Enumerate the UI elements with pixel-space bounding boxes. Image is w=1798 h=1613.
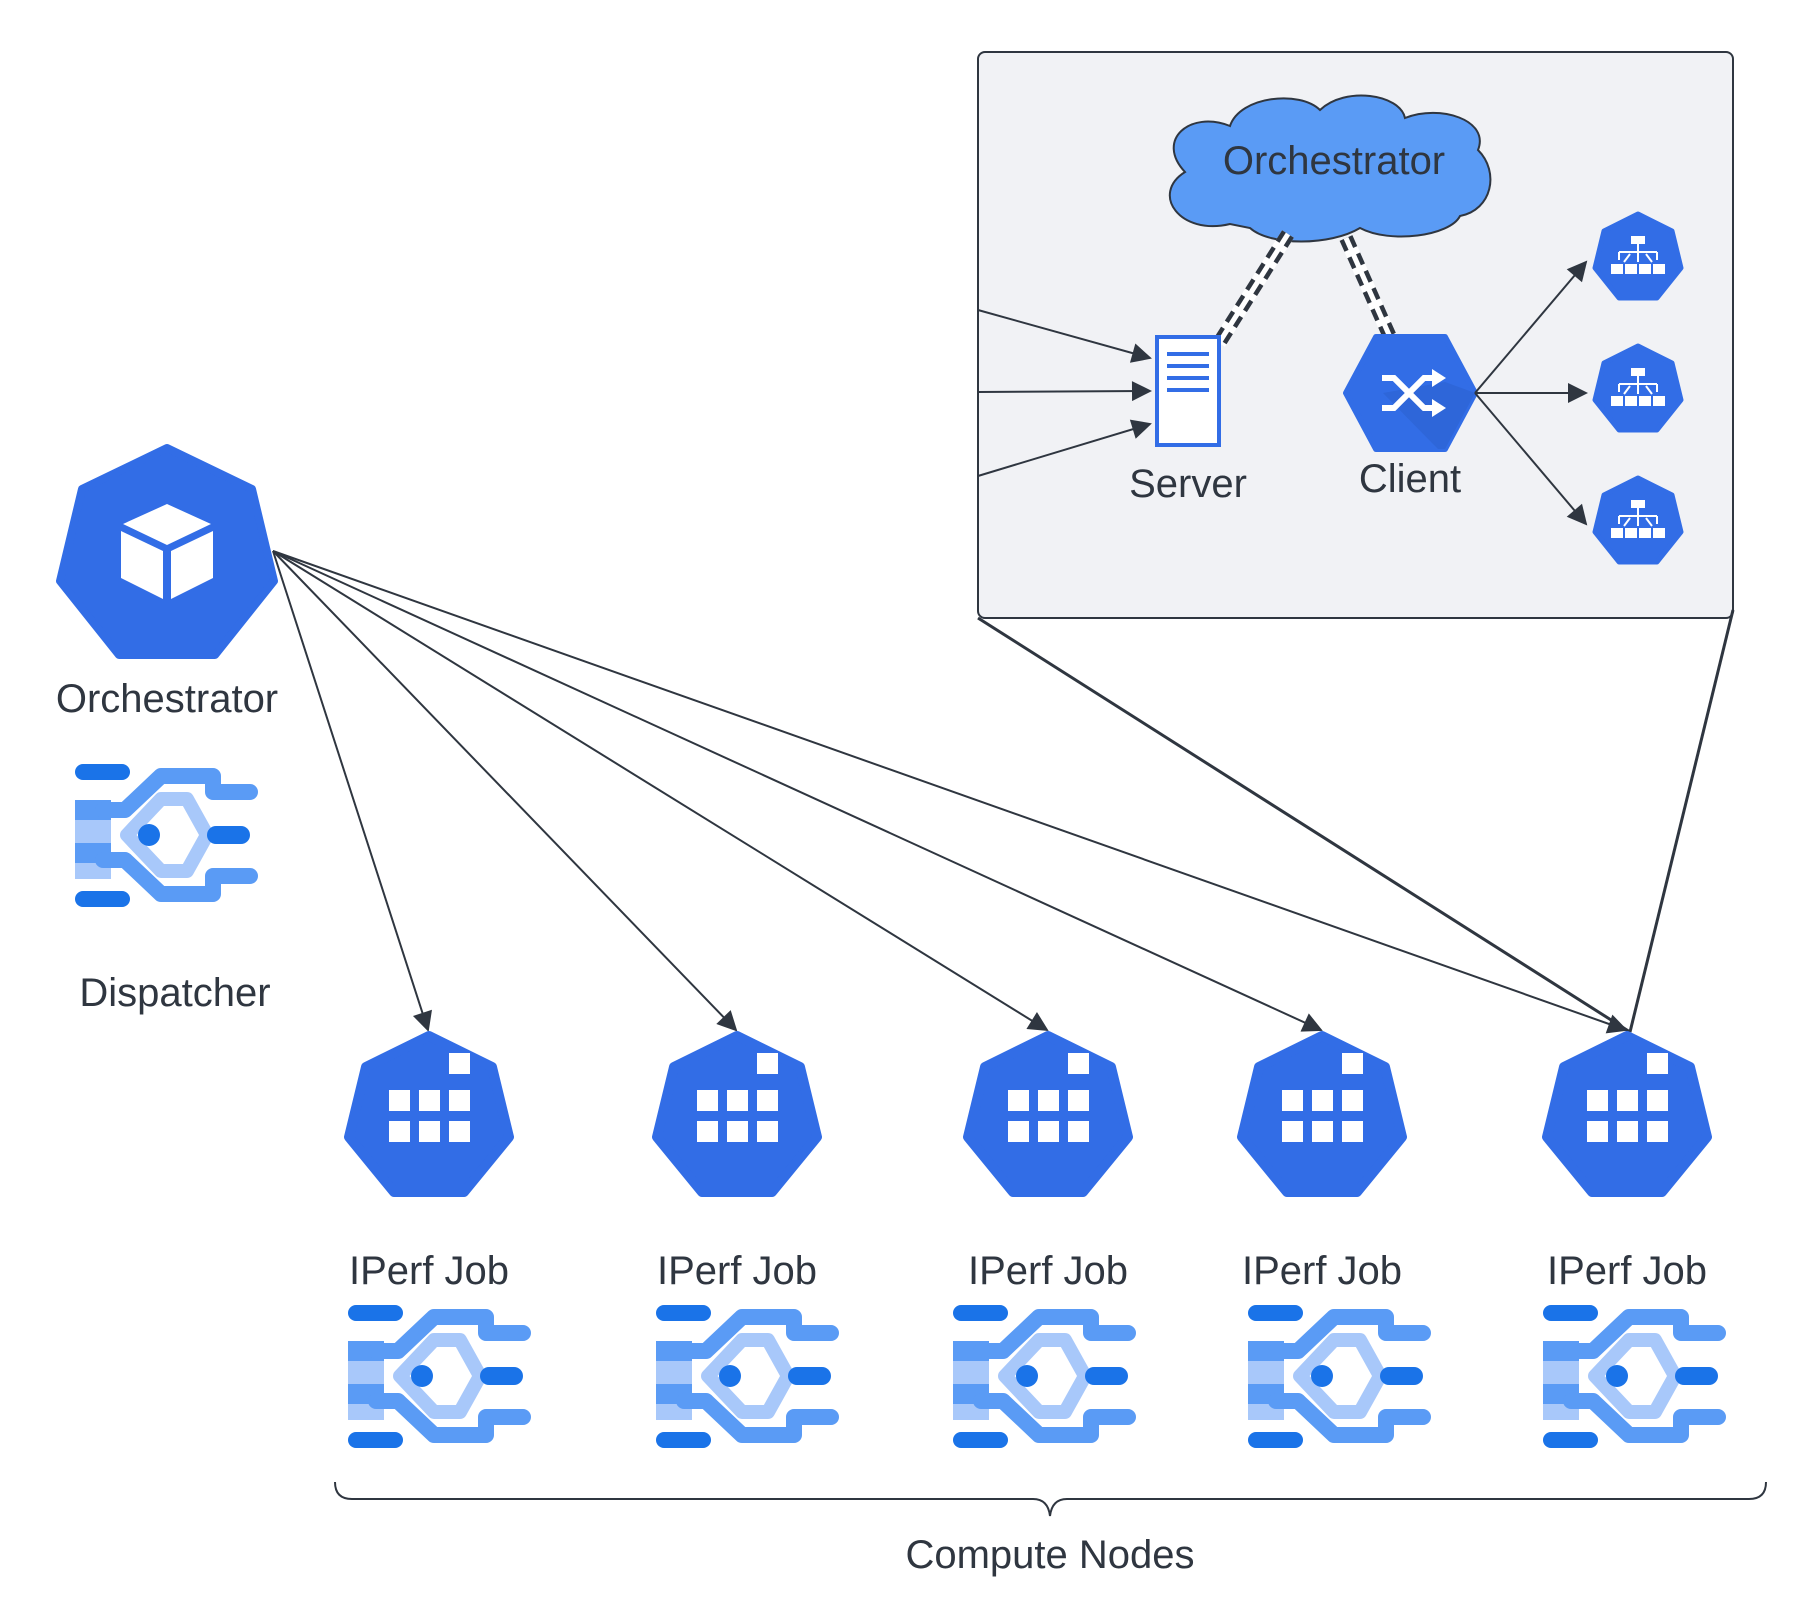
cloud-label: Orchestrator: [1223, 139, 1445, 183]
callout-line-right: [1628, 609, 1735, 1033]
job-dataflow-icon: [1543, 1305, 1718, 1448]
client-output-arrow: [1474, 392, 1588, 526]
job-dataflow-icon: [953, 1305, 1128, 1448]
job-grid-icon: [1242, 1036, 1402, 1192]
compute-nodes-brace: [334, 1481, 1767, 1517]
job-grid-icon: [657, 1036, 817, 1192]
job-dataflow-icon: [656, 1305, 831, 1448]
orchestrator-cube-icon: [56, 444, 278, 659]
job-node: IPerf Job: [1543, 1036, 1718, 1448]
job-node: IPerf Job: [1242, 1036, 1423, 1448]
cloud-link-server: [1213, 230, 1294, 347]
dispatch-arrow: [272, 550, 1628, 1034]
job-grid-icon: [349, 1036, 509, 1192]
dispatcher-dataflow-icon: [75, 764, 250, 907]
server-input-arrow: [977, 309, 1152, 363]
server-input-arrow: [977, 419, 1152, 477]
service-icon: [1595, 214, 1681, 298]
dispatch-arrow: [272, 550, 1323, 1032]
job-label: IPerf Job: [349, 1249, 509, 1293]
callout-line-left: [977, 616, 1631, 1034]
dispatch-arrow: [272, 550, 432, 1032]
job-node: IPerf Job: [656, 1036, 831, 1448]
server-icon: [1155, 335, 1221, 447]
server-label: Server: [1129, 462, 1247, 506]
dispatcher-label: Dispatcher: [79, 971, 270, 1015]
job-grid-icon: [968, 1036, 1128, 1192]
dispatch-arrow: [272, 550, 1049, 1032]
job-label: IPerf Job: [968, 1249, 1128, 1293]
job-dataflow-icon: [1248, 1305, 1423, 1448]
job-dataflow-icon: [348, 1305, 523, 1448]
detail-box: [977, 51, 1734, 619]
job-label: IPerf Job: [657, 1249, 817, 1293]
client-output-arrow: [1474, 260, 1588, 394]
job-grid-icon: [1547, 1036, 1707, 1192]
dispatch-arrow: [272, 550, 738, 1032]
orchestrator-label: Orchestrator: [56, 677, 278, 721]
cloud-link-client: [1339, 235, 1397, 340]
job-node: IPerf Job: [348, 1036, 523, 1448]
service-icon: [1595, 478, 1681, 562]
client-shuffle-icon: [1343, 334, 1478, 452]
job-node: IPerf Job: [953, 1036, 1128, 1448]
orchestrator-cloud: [1168, 94, 1492, 243]
job-label: IPerf Job: [1547, 1249, 1707, 1293]
compute-nodes-label: Compute Nodes: [905, 1533, 1194, 1577]
service-icon: [1595, 346, 1681, 430]
server-input-arrow: [977, 381, 1152, 402]
client-label: Client: [1359, 457, 1461, 501]
job-label: IPerf Job: [1242, 1249, 1402, 1293]
